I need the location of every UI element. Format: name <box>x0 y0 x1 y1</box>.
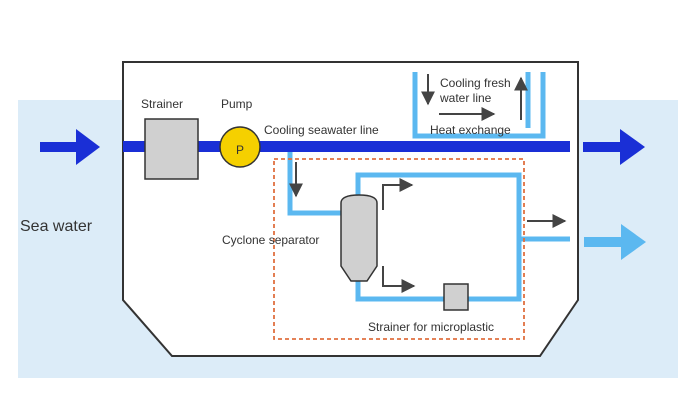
cooling-fresh-water-line-label-1: Cooling fresh <box>440 76 511 90</box>
pump-symbol <box>219 126 261 168</box>
cyclone-separator-label: Cyclone separator <box>222 233 319 247</box>
cooling-seawater-line-label: Cooling seawater line <box>264 123 379 137</box>
heat-exchanger-housing <box>412 72 546 139</box>
pump-label: Pump <box>221 97 253 111</box>
flow-arrow-cyclone-bottom-out <box>382 266 416 293</box>
flow-arrow-cyclone-top-out <box>382 178 414 210</box>
heat-exchange-label: Heat exchange <box>430 123 511 137</box>
branch-line-to-cyclone <box>287 152 343 216</box>
microplastic-strainer-label: Strainer for microplastic <box>368 320 494 334</box>
microplastic-unit-boundary <box>273 158 525 340</box>
cyclone-bottom-loop-line <box>355 239 522 302</box>
sea-water-label: Sea water <box>20 218 93 235</box>
cyclone-top-loop-line <box>355 172 570 242</box>
cyclone-separator <box>340 194 378 282</box>
clean-water-outlet-arrow <box>584 224 646 260</box>
seawater-inlet-arrow <box>40 129 100 165</box>
strainer-box <box>144 118 199 180</box>
seawater-outlet-arrow <box>583 129 645 165</box>
strainer-label: Strainer <box>141 97 183 111</box>
pump-symbol-letter: P <box>236 143 244 157</box>
cooling-fresh-water-line-label-2: water line <box>439 91 492 105</box>
microplastic-strainer-box <box>443 283 469 311</box>
cooling-seawater-line <box>123 141 570 152</box>
